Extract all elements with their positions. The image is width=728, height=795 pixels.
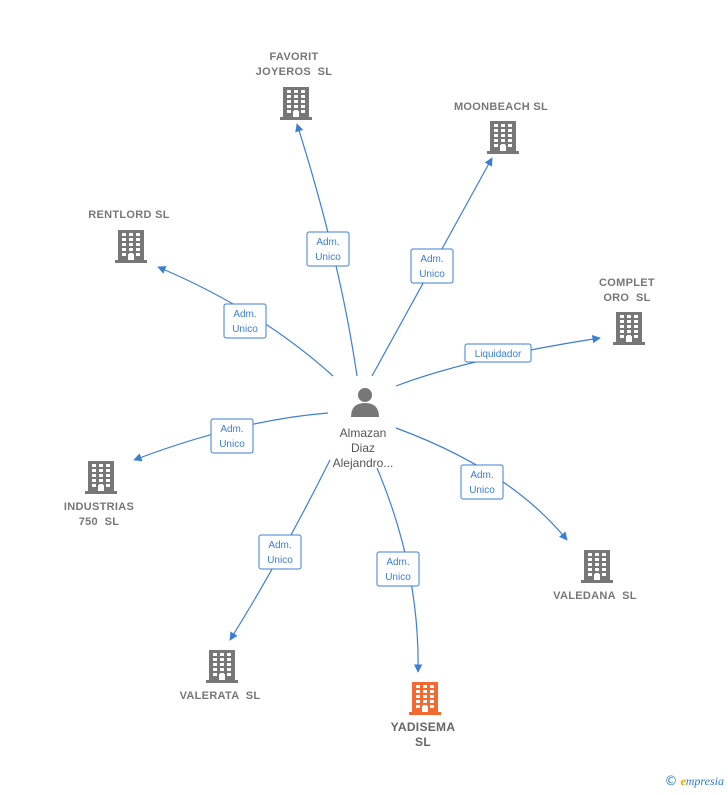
company-label: SL — [415, 735, 431, 749]
company-label: VALEDANA SL — [553, 590, 637, 602]
relation-box-frame — [376, 551, 420, 587]
building-icon — [409, 682, 441, 715]
company-node-favorit[interactable]: FAVORIT JOYEROS SL — [256, 51, 333, 120]
company-label: JOYEROS SL — [256, 66, 333, 78]
building-icon — [115, 230, 147, 263]
company-node-moonbeach[interactable]: MOONBEACH SL — [454, 101, 548, 154]
relation-label: Adm. — [220, 424, 243, 435]
relation-label: Unico — [219, 439, 245, 450]
relation-box-frame — [306, 231, 350, 267]
relation-label: Unico — [315, 252, 341, 263]
building-icon — [280, 87, 312, 120]
relation-box-frame — [410, 248, 454, 284]
relation-label: Adm. — [420, 254, 443, 265]
brand-logo: © empresia — [664, 774, 724, 789]
company-label: INDUSTRIAS — [64, 501, 134, 513]
company-label: ORO SL — [603, 292, 650, 304]
company-node-valerata[interactable]: VALERATA SL — [180, 650, 261, 702]
person-icon — [351, 388, 379, 417]
relation-box-industrias[interactable]: Adm. Unico — [210, 418, 254, 454]
company-label: MOONBEACH SL — [454, 101, 548, 113]
relation-label: Liquidador — [475, 349, 522, 360]
copyright-icon: © — [664, 774, 678, 789]
relation-box-moonbeach[interactable]: Adm. Unico — [410, 248, 454, 284]
relation-box-frame — [210, 418, 254, 454]
relation-box-favorit[interactable]: Adm. Unico — [306, 231, 350, 267]
building-icon — [487, 121, 519, 154]
company-node-complet[interactable]: COMPLET ORO SL — [599, 277, 655, 345]
relation-label: Unico — [267, 555, 293, 566]
person-label: Diaz — [351, 441, 375, 455]
relation-box-complet[interactable]: Liquidador — [464, 343, 532, 363]
company-label: RENTLORD SL — [88, 209, 170, 221]
relation-label: Unico — [469, 485, 495, 496]
relation-box-yadisema[interactable]: Adm. Unico — [376, 551, 420, 587]
relation-box-frame — [223, 303, 267, 339]
relation-label: Adm. — [386, 557, 409, 568]
relation-label: Adm. — [233, 309, 256, 320]
company-label: FAVORIT — [270, 51, 319, 63]
relation-label: Unico — [232, 324, 258, 335]
building-icon — [581, 550, 613, 583]
building-icon — [85, 461, 117, 494]
company-label: 750 SL — [79, 516, 120, 528]
relation-box-frame — [464, 343, 532, 363]
building-icon — [206, 650, 238, 683]
building-icon — [613, 312, 645, 345]
relation-box-valedana[interactable]: Adm. Unico — [460, 464, 504, 500]
person-label: Alejandro... — [333, 456, 394, 470]
relation-label: Adm. — [268, 540, 291, 551]
relation-label: Unico — [419, 269, 445, 280]
relation-label: Unico — [385, 572, 411, 583]
relation-label: Adm. — [316, 237, 339, 248]
relation-box-valerata[interactable]: Adm. Unico — [258, 534, 302, 570]
person-label: Almazan — [340, 426, 387, 440]
company-label: YADISEMA — [391, 720, 456, 734]
relation-box-frame — [460, 464, 504, 500]
relation-label: Adm. — [470, 470, 493, 481]
relation-box-frame — [258, 534, 302, 570]
person-node[interactable]: AlmazanDiazAlejandro... — [333, 388, 394, 470]
company-node-valedana[interactable]: VALEDANA SL — [553, 550, 637, 602]
company-node-industrias[interactable]: INDUSTRIAS 750 SL — [64, 461, 134, 528]
company-node-rentlord[interactable]: RENTLORD SL — [88, 209, 170, 263]
company-label: COMPLET — [599, 277, 655, 289]
company-label: VALERATA SL — [180, 690, 261, 702]
relation-box-rentlord[interactable]: Adm. Unico — [223, 303, 267, 339]
